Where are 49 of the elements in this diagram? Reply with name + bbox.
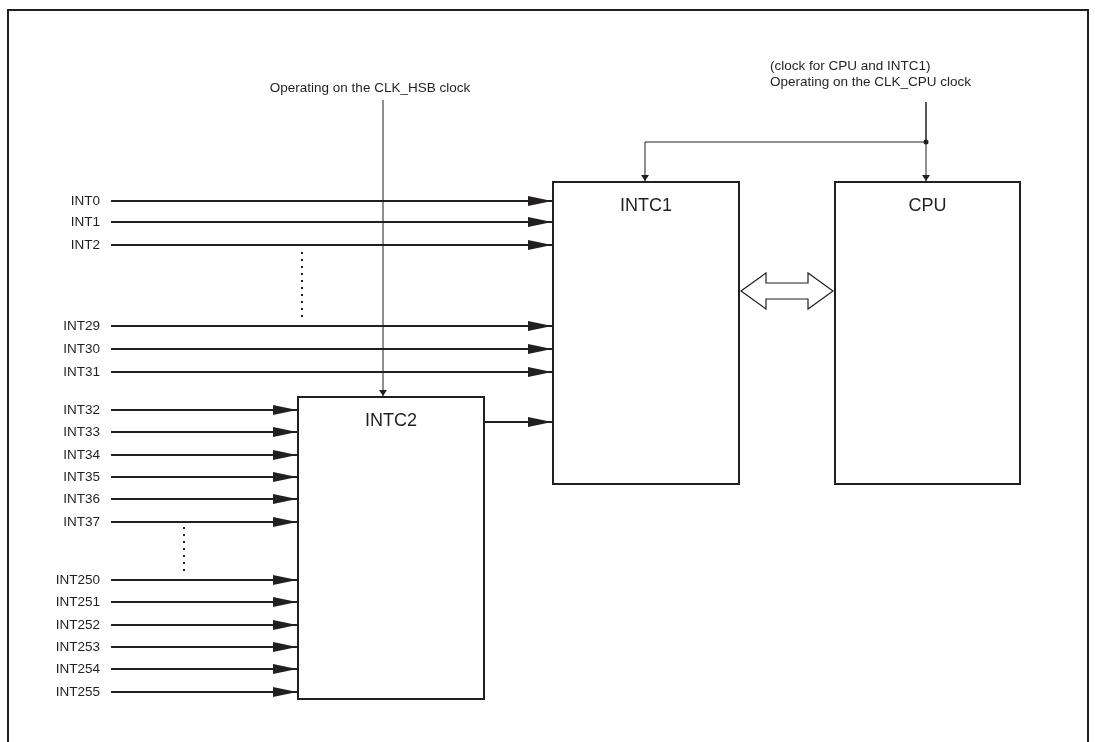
clock-note: Operating on the CLK_CPU clock bbox=[770, 74, 973, 90]
signal-label: INT34 bbox=[62, 447, 100, 463]
arrow bbox=[110, 494, 298, 504]
signal-label: INT253 bbox=[54, 639, 100, 655]
signal-label: INT29 bbox=[62, 318, 100, 334]
arrow bbox=[110, 321, 553, 331]
arrow bbox=[110, 217, 553, 227]
signal-label: INT0 bbox=[69, 193, 100, 209]
clock-note: Operating on the CLK_HSB clock bbox=[268, 80, 472, 96]
block-title: INTC1 bbox=[619, 195, 673, 216]
clock-arrow bbox=[922, 101, 930, 182]
signal-label: INT37 bbox=[62, 514, 100, 530]
signal-label: INT30 bbox=[62, 341, 100, 357]
arrow bbox=[110, 575, 298, 585]
signal-label: INT252 bbox=[54, 617, 100, 633]
arrow bbox=[110, 240, 553, 250]
clock-note: (clock for CPU and INTC1) bbox=[770, 58, 932, 74]
signal-label: INT254 bbox=[54, 661, 100, 677]
block-title: CPU bbox=[907, 195, 948, 216]
block-box bbox=[552, 181, 740, 485]
arrow bbox=[110, 517, 298, 527]
block-box bbox=[834, 181, 1021, 485]
arrow bbox=[110, 642, 298, 652]
signal-label: INT250 bbox=[54, 572, 100, 588]
arrow bbox=[110, 620, 298, 630]
arrow bbox=[110, 450, 298, 460]
arrow bbox=[484, 417, 553, 427]
block-box bbox=[297, 396, 485, 700]
signal-label: INT255 bbox=[54, 684, 100, 700]
block-title: INTC2 bbox=[364, 410, 418, 431]
signal-label: INT32 bbox=[62, 402, 100, 418]
signal-label: INT251 bbox=[54, 594, 100, 610]
arrow bbox=[110, 664, 298, 674]
arrow bbox=[110, 367, 553, 377]
arrow bbox=[110, 405, 298, 415]
signal-label: INT33 bbox=[62, 424, 100, 440]
signal-label: INT31 bbox=[62, 364, 100, 380]
signal-label: INT36 bbox=[62, 491, 100, 507]
arrow bbox=[110, 196, 553, 206]
clock-arrow bbox=[379, 99, 387, 397]
arrow bbox=[110, 427, 298, 437]
double-block-arrow bbox=[739, 271, 835, 311]
signal-label: INT35 bbox=[62, 469, 100, 485]
signal-label: INT2 bbox=[69, 237, 100, 253]
arrow bbox=[110, 687, 298, 697]
arrow bbox=[110, 344, 553, 354]
arrow bbox=[110, 597, 298, 607]
signal-label: INT1 bbox=[69, 214, 100, 230]
arrow bbox=[110, 472, 298, 482]
